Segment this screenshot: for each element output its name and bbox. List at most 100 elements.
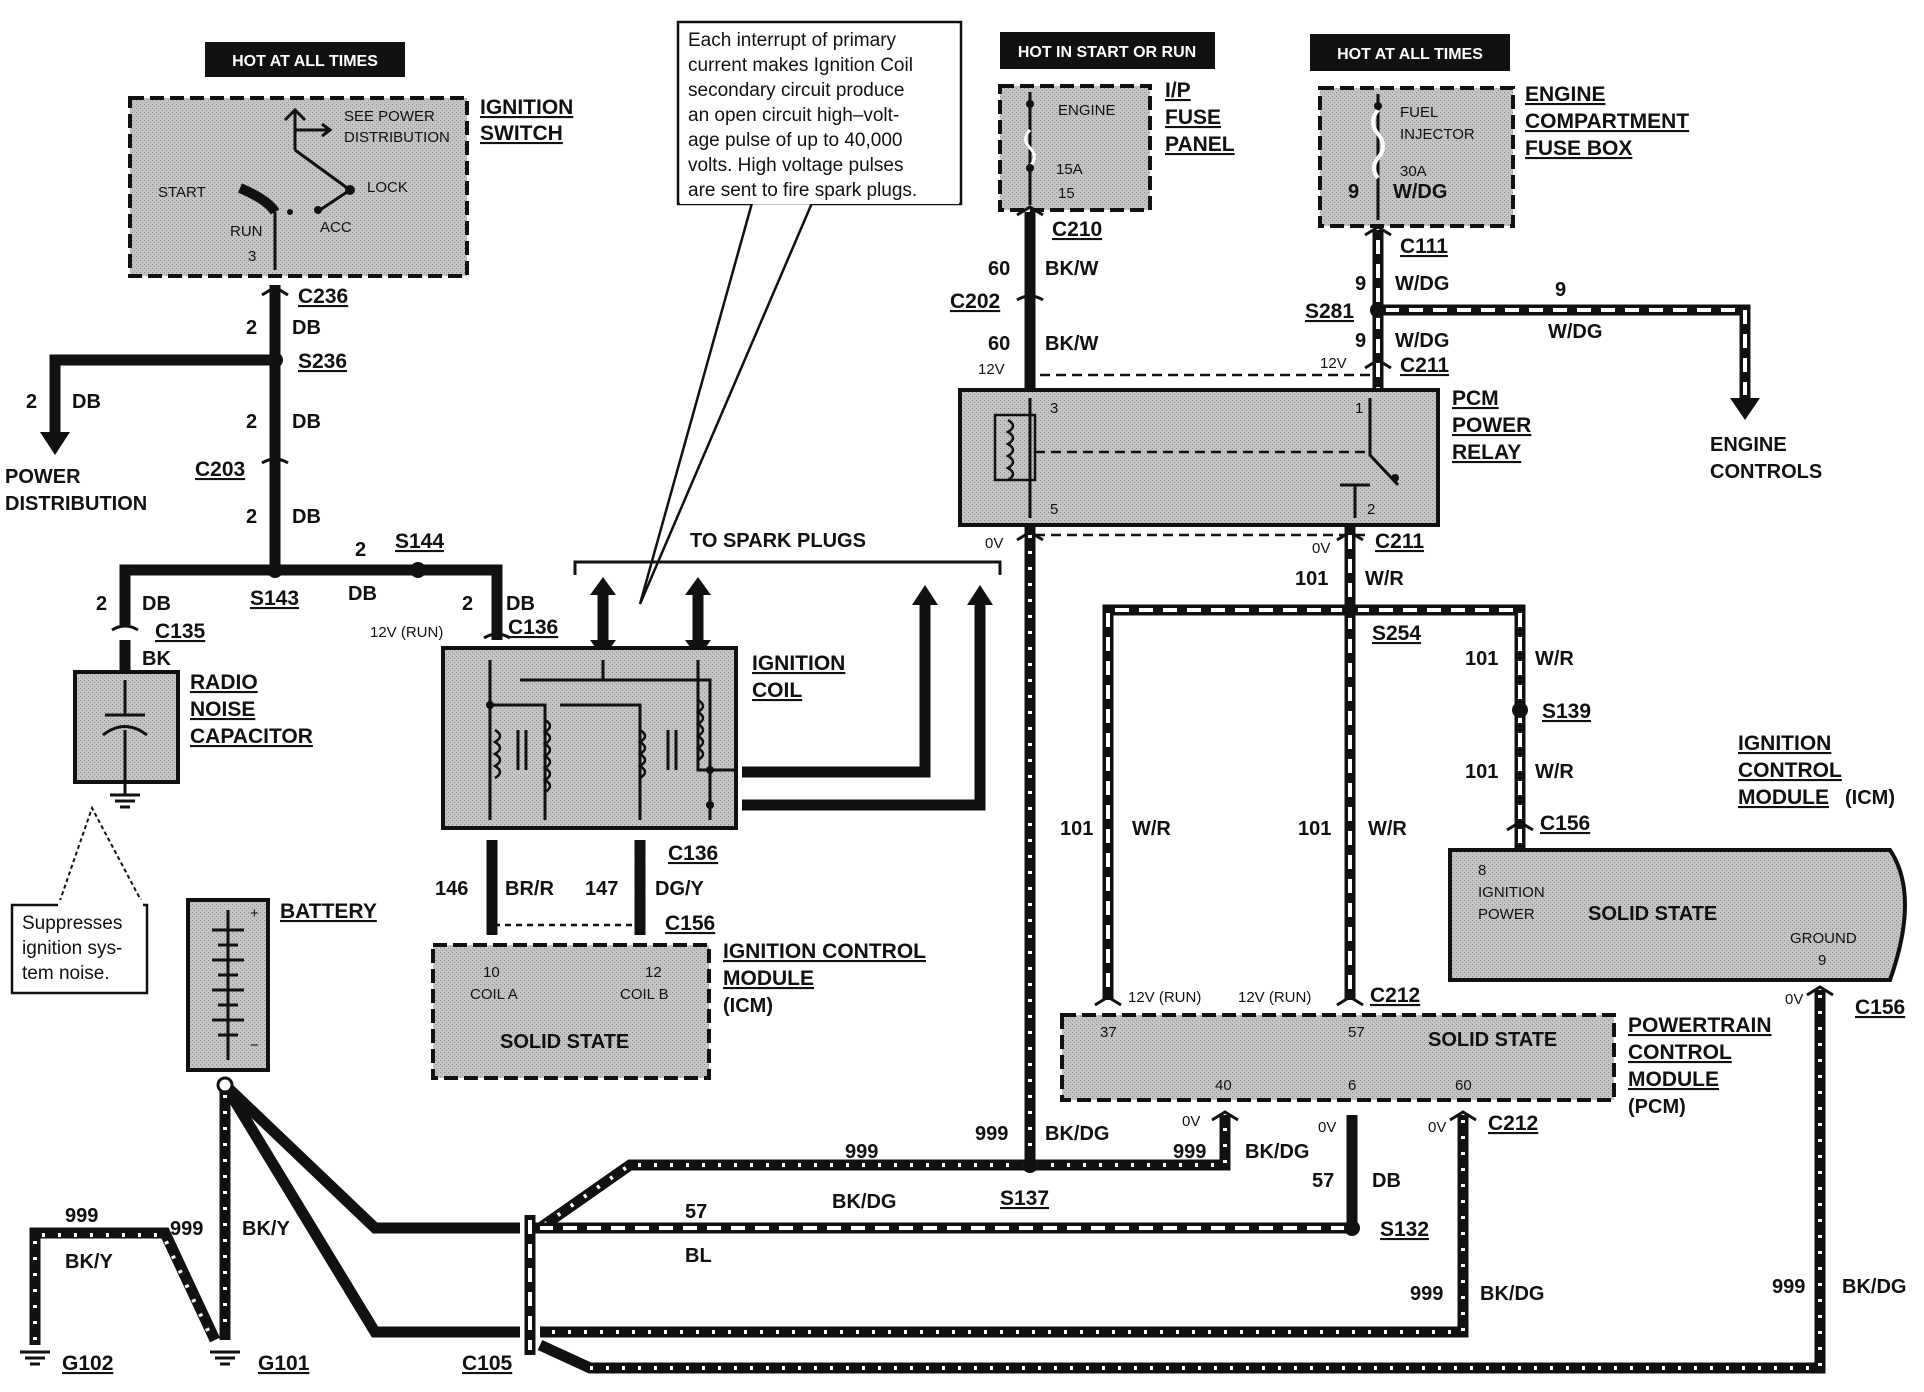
- splices: [267, 302, 1528, 1236]
- voltage-label: 0V: [1785, 991, 1803, 1008]
- fuse-name: FUEL: [1400, 104, 1438, 121]
- cap-note-line: Suppresses: [22, 913, 122, 934]
- fuse-rating: 15A: [1056, 161, 1083, 178]
- see-power-label-2: DISTRIBUTION: [344, 129, 450, 146]
- icm-pin-name: COIL B: [620, 986, 669, 1003]
- wire-color: DB: [292, 317, 321, 339]
- battery: + −: [186, 898, 270, 1094]
- ip-fuse-panel: ENGINE 15A 15: [998, 84, 1152, 212]
- wire-color: BK/W: [1045, 333, 1098, 355]
- connector-label: S254: [1372, 622, 1421, 645]
- connector-label: C210: [1052, 218, 1102, 241]
- radio-cap-title: RADIO: [190, 671, 258, 694]
- connector-label: C211: [1400, 354, 1449, 377]
- radio-cap-title-2: NOISE: [190, 698, 255, 721]
- wire-color: DB: [292, 506, 321, 528]
- wire-layer: [29, 212, 1826, 1374]
- connector-label: G101: [258, 1352, 310, 1375]
- connector-label: C111: [1400, 235, 1448, 258]
- svg-text:−: −: [250, 1037, 259, 1054]
- coil-note: Each interrupt of primary current makes …: [638, 20, 963, 605]
- icm-right-title: IGNITION: [1738, 732, 1831, 755]
- ignition-coil: [441, 646, 738, 830]
- ignition-switch-title: IGNITION: [480, 96, 573, 119]
- engine-controls-label: ENGINE: [1710, 434, 1787, 456]
- pcm-suffix: (PCM): [1628, 1096, 1686, 1118]
- ip-fuse-title-2: FUSE: [1165, 106, 1221, 129]
- icm-right: 8 IGNITION POWER SOLID STATE GROUND 9: [1448, 848, 1907, 982]
- pcm-relay-title-2: POWER: [1452, 414, 1531, 437]
- coil-note-line: current makes Ignition Coil: [688, 55, 913, 76]
- ign-coil-title: IGNITION: [752, 652, 845, 675]
- connector-label: S139: [1542, 700, 1591, 723]
- ground-icon: [210, 1350, 240, 1366]
- engine-fuse-title-2: COMPARTMENT: [1525, 110, 1689, 133]
- wire-color: BK/DG: [1842, 1276, 1906, 1298]
- connector-label: C211: [1375, 530, 1424, 553]
- wire-color: DB: [292, 411, 321, 433]
- connector-label: C203: [195, 458, 245, 481]
- icm-pin-name-2: POWER: [1478, 906, 1535, 923]
- wire-color: W/R: [1365, 568, 1404, 590]
- connector-label: S144: [395, 530, 444, 553]
- wire-number: 101: [1465, 648, 1498, 670]
- cap-note-line: ignition sys-: [22, 938, 122, 959]
- pcm-title: POWERTRAIN: [1628, 1014, 1772, 1037]
- banner-text: HOT AT ALL TIMES: [1337, 46, 1483, 63]
- wire-color: BK/DG: [1480, 1283, 1544, 1305]
- wire-color: BK: [142, 648, 171, 670]
- wire-number: 57: [685, 1201, 707, 1223]
- pcm-relay-title-3: RELAY: [1452, 441, 1521, 464]
- connector-label: S143: [250, 587, 299, 610]
- voltage-label: 12V (RUN): [1128, 989, 1201, 1006]
- icm-right-title-3: MODULE: [1738, 786, 1829, 809]
- coil-note-line: secondary circuit produce: [688, 80, 905, 101]
- connector-label: C156: [665, 912, 715, 935]
- wire-color: BK/W: [1045, 258, 1098, 280]
- wire-color: W/R: [1535, 761, 1574, 783]
- wire-number: 9: [1555, 279, 1566, 301]
- engine-fuse-title-3: FUSE BOX: [1525, 137, 1632, 160]
- connector-label: C212: [1488, 1112, 1538, 1135]
- wire-number: 2: [96, 593, 107, 615]
- wire-color: DB: [142, 593, 171, 615]
- wire-number: 2: [355, 539, 366, 561]
- voltage-label: 0V: [1182, 1113, 1200, 1130]
- icm-pin-name: IGNITION: [1478, 884, 1545, 901]
- acc-label: ACC: [320, 219, 352, 236]
- wire-color: BK/Y: [65, 1251, 113, 1273]
- banner-ign: HOT AT ALL TIMES: [205, 42, 405, 77]
- wire-number: 101: [1060, 818, 1093, 840]
- wire-number: 101: [1465, 761, 1498, 783]
- relay-pin: 5: [1050, 501, 1058, 518]
- power-dist-label-2: DISTRIBUTION: [5, 493, 147, 515]
- pcm-relay-title: PCM: [1452, 387, 1499, 410]
- wire-number: 2: [246, 317, 257, 339]
- fuse-icon: [1024, 128, 1036, 168]
- engine-fuse-title: ENGINE: [1525, 83, 1606, 106]
- connector-label: S132: [1380, 1218, 1429, 1241]
- icm-pin: 10: [483, 964, 500, 981]
- solid-state-label: SOLID STATE: [500, 1031, 629, 1053]
- icm-right-suffix: (ICM): [1845, 787, 1895, 809]
- wire-color: BR/R: [505, 878, 554, 900]
- wire-number: 9: [1355, 273, 1366, 295]
- wire-number: 146: [435, 878, 468, 900]
- voltage-label: 0V: [985, 535, 1003, 552]
- battery-title: BATTERY: [280, 900, 377, 923]
- connector-label: C136: [668, 842, 718, 865]
- pcm-pin: 6: [1348, 1077, 1356, 1094]
- ign-coil-title-2: COIL: [752, 679, 802, 702]
- fuse-pin: 15: [1058, 185, 1075, 202]
- ground-icon: [20, 1350, 50, 1366]
- banner-text: HOT IN START OR RUN: [1018, 44, 1196, 61]
- wire-color: BK/DG: [1245, 1141, 1309, 1163]
- pcm-pin: 57: [1348, 1024, 1365, 1041]
- icm-small-title-3: (ICM): [723, 995, 773, 1017]
- run-label: RUN: [230, 223, 263, 240]
- engine-controls-label-2: CONTROLS: [1710, 461, 1822, 483]
- connector-label: S137: [1000, 1187, 1049, 1210]
- ignition-switch: SEE POWER DISTRIBUTION START LOCK RUN AC…: [128, 96, 469, 278]
- wire-color: DB: [506, 593, 535, 615]
